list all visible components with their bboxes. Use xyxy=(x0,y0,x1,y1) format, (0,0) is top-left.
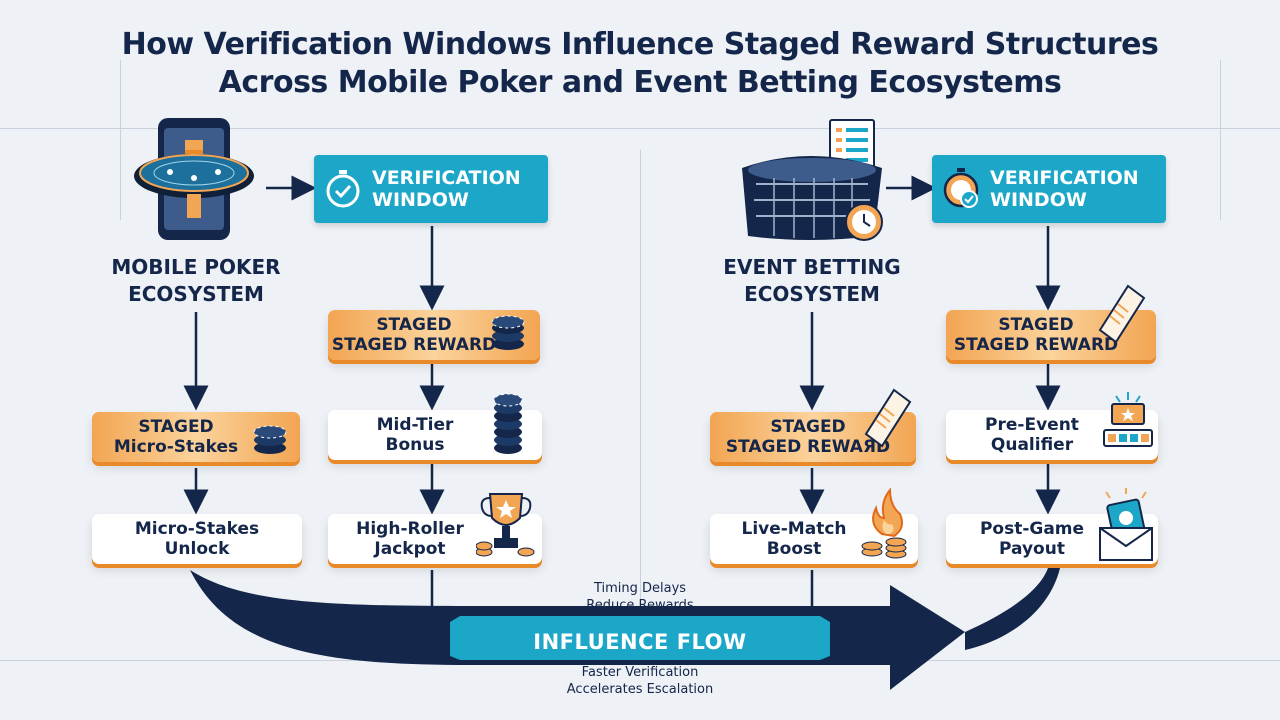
title-line-1: How Verification Windows Influence Stage… xyxy=(121,27,1159,62)
event-staged-left-line-2: STAGED REWAЯD xyxy=(725,437,891,457)
event-label-line-1: EVENT BETTING xyxy=(723,255,901,279)
event-ecosystem-label: EVENT BETTING ECOSYSTEM xyxy=(690,254,934,308)
poker-mid-tier-line-1: Mid-Tier xyxy=(376,415,454,435)
faster-verification-note: Faster Verification Accelerates Escalati… xyxy=(528,664,752,698)
envelope-money-icon xyxy=(1096,488,1156,568)
poker-mid-tier-bonus-card: Mid-Tier Bonus xyxy=(328,393,542,460)
event-staged-left-line-1: STAGED xyxy=(770,417,846,437)
event-pre-event-line-2: Qualifier xyxy=(990,435,1074,455)
poker-verification-line-1: VERIFICATION xyxy=(372,167,521,189)
poker-verification-line-2: WINDOW xyxy=(372,189,469,211)
event-pre-event-line-1: Pre-Event xyxy=(985,415,1079,435)
event-staged-reward-line-2: STAGED REWARD xyxy=(953,335,1119,355)
poker-mid-tier-line-2: Bonus xyxy=(385,435,445,455)
poker-jackpot-line-2: Jackpot xyxy=(374,539,446,559)
poker-unlock-line-1: Micro-Stakes xyxy=(134,519,260,539)
event-post-game-line-2: Payout xyxy=(999,539,1065,559)
event-verification-window: VERIFICATION WINDOW xyxy=(932,155,1166,223)
poker-verification-window: VERIFICATION WINDOW xyxy=(314,155,548,223)
poker-staged-reward-line-2: STAGED REWARD xyxy=(331,335,497,355)
note-bottom-line-2: Accelerates Escalation xyxy=(566,682,714,697)
poker-label-line-1: MOBILE POKER xyxy=(111,255,281,279)
event-live-match-line-1: Live-Match xyxy=(741,519,847,539)
event-post-game-payout-card: Post-Game Payout xyxy=(946,488,1158,564)
event-post-game-line-1: Post-Game xyxy=(979,519,1085,539)
event-label-line-2: ECOSYSTEM xyxy=(744,282,880,306)
page-title: How Verification Windows Influence Stage… xyxy=(0,26,1280,102)
grid-line xyxy=(1220,60,1221,220)
event-verification-line-2: WINDOW xyxy=(990,189,1087,211)
scoreboard-icon xyxy=(1102,392,1154,460)
influence-flow-label: INFLUENCE FLOW xyxy=(533,630,747,654)
poker-micro-stakes-card: STAGED Micro-Stakes xyxy=(92,412,300,462)
title-line-2: Across Mobile Poker and Event Betting Ec… xyxy=(218,65,1062,100)
grid-line xyxy=(0,128,1280,129)
event-staged-reward-card-2: STAGED STAGED REWAЯD xyxy=(710,388,916,462)
poker-high-roller-jackpot-card: High-Roller Jackpot xyxy=(328,493,542,564)
poker-unlock-line-2: Unlock xyxy=(164,539,230,559)
event-pre-event-qualifier-card: Pre-Event Qualifier xyxy=(946,392,1158,460)
trophy-icon xyxy=(475,488,536,564)
poker-label-line-2: ECOSYSTEM xyxy=(128,282,264,306)
note-bottom-line-1: Faster Verification xyxy=(581,665,699,680)
event-live-match-boost-card: Live-Match Boost xyxy=(710,487,918,564)
fire-coins-icon xyxy=(860,487,912,566)
ticket-icon xyxy=(864,388,912,452)
poker-jackpot-line-1: High-Roller xyxy=(356,519,464,539)
event-live-match-line-2: Boost xyxy=(766,539,822,559)
poker-micro-stakes-unlock-card: Micro-Stakes Unlock xyxy=(92,514,302,564)
event-staged-reward-line-1: STAGED xyxy=(998,315,1074,335)
ticket-icon xyxy=(1098,284,1146,348)
poker-staged-reward-card: STAGED STAGED REWARD xyxy=(328,310,540,360)
event-verification-line-1: VERIFICATION xyxy=(990,167,1139,189)
stopwatch-check-icon xyxy=(314,155,372,223)
stopwatch-check-icon xyxy=(932,155,990,223)
poker-micro-stakes-line-1: STAGED xyxy=(138,417,214,437)
poker-ecosystem-label: MOBILE POKER ECOSYSTEM xyxy=(84,254,308,308)
poker-staged-reward-line-1: STAGED xyxy=(376,315,452,335)
phone-poker-icon xyxy=(130,112,260,242)
grid-line xyxy=(120,60,121,220)
stadium-icon xyxy=(734,118,894,248)
note-top-line-1: Timing Delays xyxy=(593,581,687,596)
timing-delays-note: Timing Delays Reduce Rewards xyxy=(548,580,732,614)
poker-micro-stakes-line-2: Micro-Stakes xyxy=(113,437,239,457)
note-top-line-2: Reduce Rewards xyxy=(586,598,694,613)
grid-line xyxy=(640,150,641,650)
chip-stack-icon xyxy=(484,388,524,462)
chip-stack-icon xyxy=(252,416,288,460)
event-staged-reward-card: STAGED STAGED REWARD xyxy=(946,284,1156,360)
chip-stack-icon xyxy=(490,312,526,356)
